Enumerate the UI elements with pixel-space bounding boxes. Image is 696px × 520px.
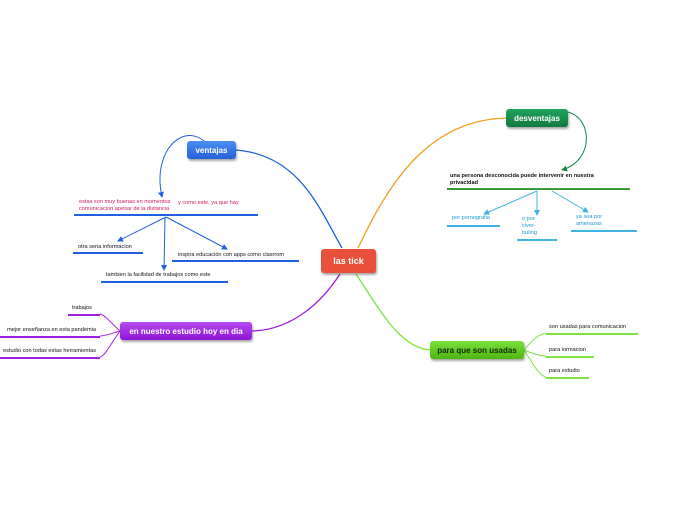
desventajas-child-2: o por civer- buling (522, 216, 537, 236)
ventajas-child-1: otra seria informacion (78, 244, 132, 250)
connector-estudio (251, 273, 341, 332)
estudio-connector-2 (99, 330, 121, 337)
desventajas-loop-arrow (561, 111, 587, 172)
usadas-label: para que son usadas (437, 345, 517, 355)
estudio-child-1: trabajos (72, 305, 92, 311)
desventajas-node[interactable]: desventajas (506, 109, 568, 127)
estudio-label: en nuestro estudio hoy en dia (129, 326, 243, 336)
ventajas-arrow-1 (117, 216, 167, 242)
usadas-connector-1 (523, 332, 547, 351)
desventajas-child-1: por pornografia (452, 215, 490, 221)
desventajas-arrow-1 (483, 190, 538, 215)
usadas-connector-2 (523, 349, 547, 357)
usadas-node[interactable]: para que son usadas (430, 341, 524, 359)
ventajas-arrow-3 (161, 216, 168, 271)
ventajas-main-text: estas son muy buenas en momentos comunic… (79, 199, 171, 212)
central-topic-node[interactable]: las tick (321, 249, 376, 273)
estudio-node[interactable]: en nuestro estudio hoy en dia (120, 322, 252, 340)
connector-usadas (355, 273, 431, 351)
estudio-connector-1 (99, 313, 121, 332)
ventajas-side-text: y como este, ya que hay (178, 200, 239, 206)
desventajas-arrow-3 (551, 190, 589, 213)
usadas-connector-3 (523, 349, 547, 378)
estudio-child-3: estudio con todas estas herramientas (3, 348, 96, 354)
estudio-child-2: mejor enseñanza en esta pandemia (7, 327, 96, 333)
desventajas-main-text: una persona desconocida puede intervenir… (450, 173, 594, 186)
ventajas-child-3: tambien la facilidad de trabajos como es… (106, 272, 211, 278)
usadas-child-3: para estudio (549, 368, 580, 374)
ventajas-loop-arrow (157, 135, 206, 198)
desventajas-child-3: ya sea por amenazas (576, 214, 603, 227)
ventajas-child-2: inspira educación con apps como clasrrom (178, 252, 285, 258)
connector-ventajas (235, 149, 343, 249)
estudio-connector-3 (99, 330, 121, 358)
desventajas-label: desventajas (514, 113, 560, 123)
usadas-child-1: son usadas para comunicacion (549, 324, 627, 330)
ventajas-label: ventajas (195, 145, 228, 155)
ventajas-node[interactable]: ventajas (187, 141, 236, 159)
central-topic-label: las tick (333, 256, 364, 266)
usadas-child-2: para iormacion (549, 347, 586, 353)
connector-desventajas (357, 117, 507, 249)
ventajas-arrow-2 (165, 216, 228, 250)
